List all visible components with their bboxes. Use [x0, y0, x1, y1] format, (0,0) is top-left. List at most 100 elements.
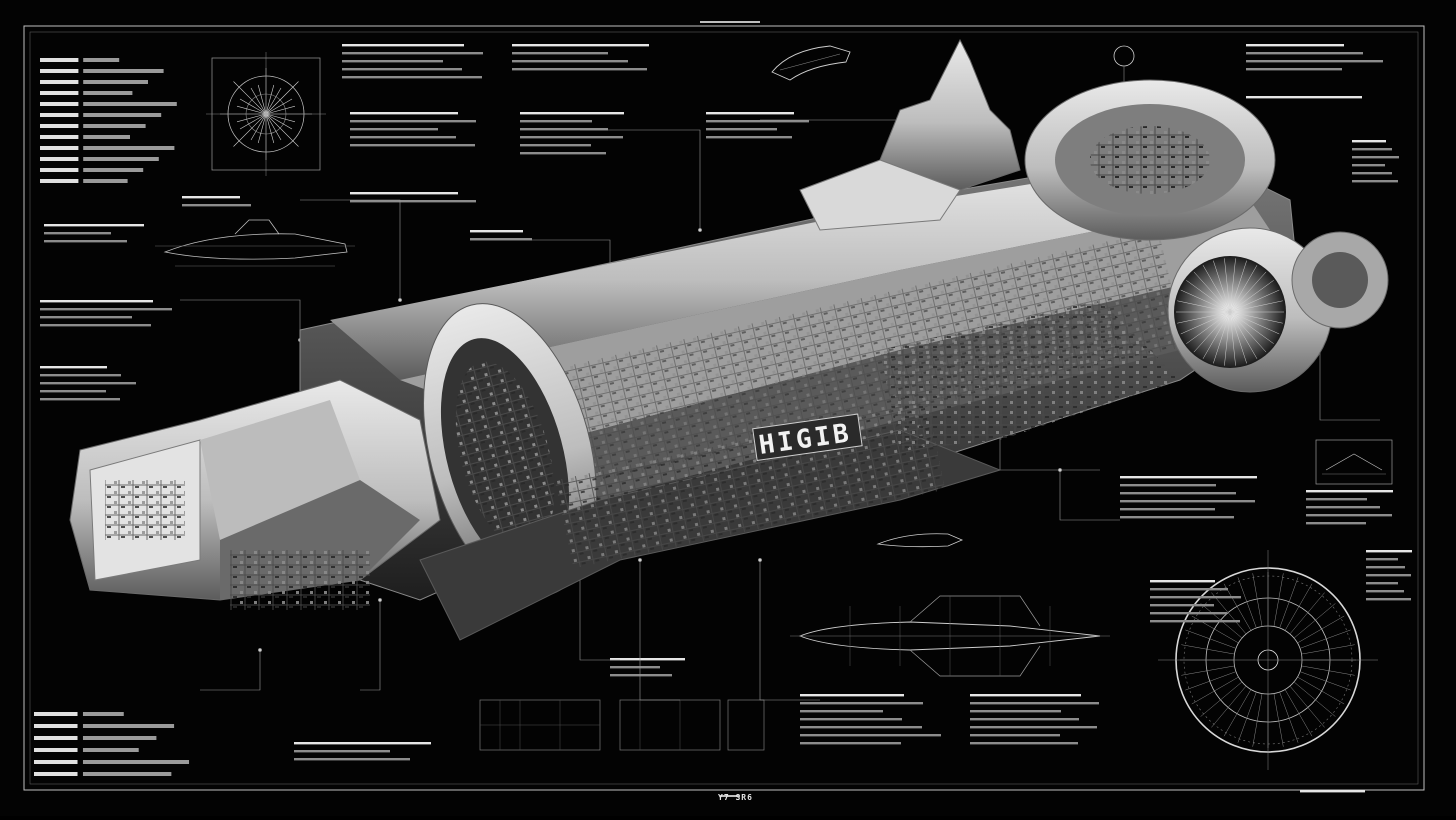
engine-ray [1193, 271, 1231, 313]
text-line [1120, 500, 1255, 503]
spec-bar-label [40, 157, 79, 161]
text-line [706, 120, 809, 123]
radial-line [1289, 685, 1325, 728]
text-line [350, 120, 476, 123]
text-line [1366, 574, 1411, 577]
radial-line [1279, 577, 1299, 629]
radial-line [1200, 681, 1243, 717]
leader-line [200, 650, 261, 691]
radial-line [1252, 573, 1263, 627]
radial-line [1273, 573, 1284, 627]
side-view-drawing [155, 219, 355, 267]
text-line [1306, 506, 1380, 509]
text-line [520, 112, 624, 115]
engine-ray [1177, 300, 1231, 313]
radial-line [265, 84, 275, 115]
text-line [706, 112, 794, 115]
text-line [470, 238, 532, 241]
radial-line [1185, 671, 1237, 691]
radial-line [1211, 592, 1247, 635]
spec-bar [82, 724, 175, 728]
spec-bar [83, 168, 144, 172]
text-line [706, 128, 777, 131]
text-line [1306, 490, 1393, 493]
radial-line [265, 105, 296, 115]
text-line [1150, 596, 1241, 599]
text-line [1246, 60, 1383, 63]
text-line [800, 734, 941, 737]
text-line [40, 382, 136, 385]
text-line [520, 136, 623, 139]
shuttle-sketch [876, 533, 964, 548]
spec-bar [83, 102, 177, 106]
spec-bar [82, 748, 139, 752]
text-line [342, 60, 443, 63]
spec-bar [83, 80, 148, 84]
spec-bar [83, 135, 130, 139]
leader-line [360, 600, 381, 691]
sheet-frame [23, 21, 1425, 797]
radial-line [233, 81, 267, 115]
engine-ray [1229, 280, 1274, 313]
spec-bar [83, 69, 164, 73]
text-line [1366, 598, 1411, 601]
leader-line [580, 129, 701, 230]
text-line [1352, 148, 1392, 151]
text-line [1150, 620, 1240, 623]
radial-line [1284, 689, 1313, 737]
radial-line [265, 81, 299, 115]
radial-line [1299, 671, 1351, 691]
text-line [40, 374, 121, 377]
text-line [1120, 484, 1216, 487]
radial-line [250, 113, 267, 141]
radial-schematic-small [206, 52, 326, 176]
spec-bar [82, 772, 172, 776]
engine-ray [1229, 311, 1236, 366]
text-line [350, 192, 458, 195]
engine-ray [1229, 311, 1267, 353]
radial-line [1223, 583, 1252, 631]
engine-ray [1202, 311, 1231, 359]
spec-bar [83, 157, 159, 161]
spec-bar [83, 113, 162, 117]
spec-bar-label [40, 69, 79, 73]
text-line [1366, 590, 1404, 593]
engine-ray [1186, 311, 1231, 344]
spec-text-blocks [40, 44, 1412, 793]
text-line [350, 112, 458, 115]
spec-bar [83, 58, 120, 62]
spec-bar-label [34, 712, 78, 716]
radial-line [265, 87, 282, 115]
text-line [970, 718, 1079, 721]
text-line [800, 702, 923, 705]
spec-bar-label [34, 748, 78, 752]
text-line [1300, 790, 1365, 793]
radial-line [1293, 681, 1336, 717]
text-line [1352, 164, 1385, 167]
engine-ray [1224, 311, 1231, 366]
radial-line [265, 113, 296, 123]
text-line [1306, 514, 1392, 517]
radial-line [1299, 629, 1351, 649]
text-line [40, 308, 172, 311]
spec-bar-label [40, 179, 79, 183]
spec-bar-label [40, 135, 79, 139]
leader-dot [698, 228, 702, 232]
radial-line [1211, 685, 1247, 728]
leader-line [759, 560, 820, 701]
text-line [1120, 492, 1236, 495]
radial-line [265, 113, 275, 144]
engine-ray [1180, 311, 1231, 335]
text-line [1246, 44, 1344, 47]
detail-box-right [1315, 439, 1393, 485]
engine-ray [1229, 311, 1247, 364]
leader-dot [398, 298, 402, 302]
text-line [1366, 558, 1398, 561]
spec-bar-label [40, 80, 79, 84]
spec-bar [83, 91, 133, 95]
leader-line [1059, 470, 1120, 521]
text-line [1120, 516, 1234, 519]
radial-line [1237, 577, 1257, 629]
